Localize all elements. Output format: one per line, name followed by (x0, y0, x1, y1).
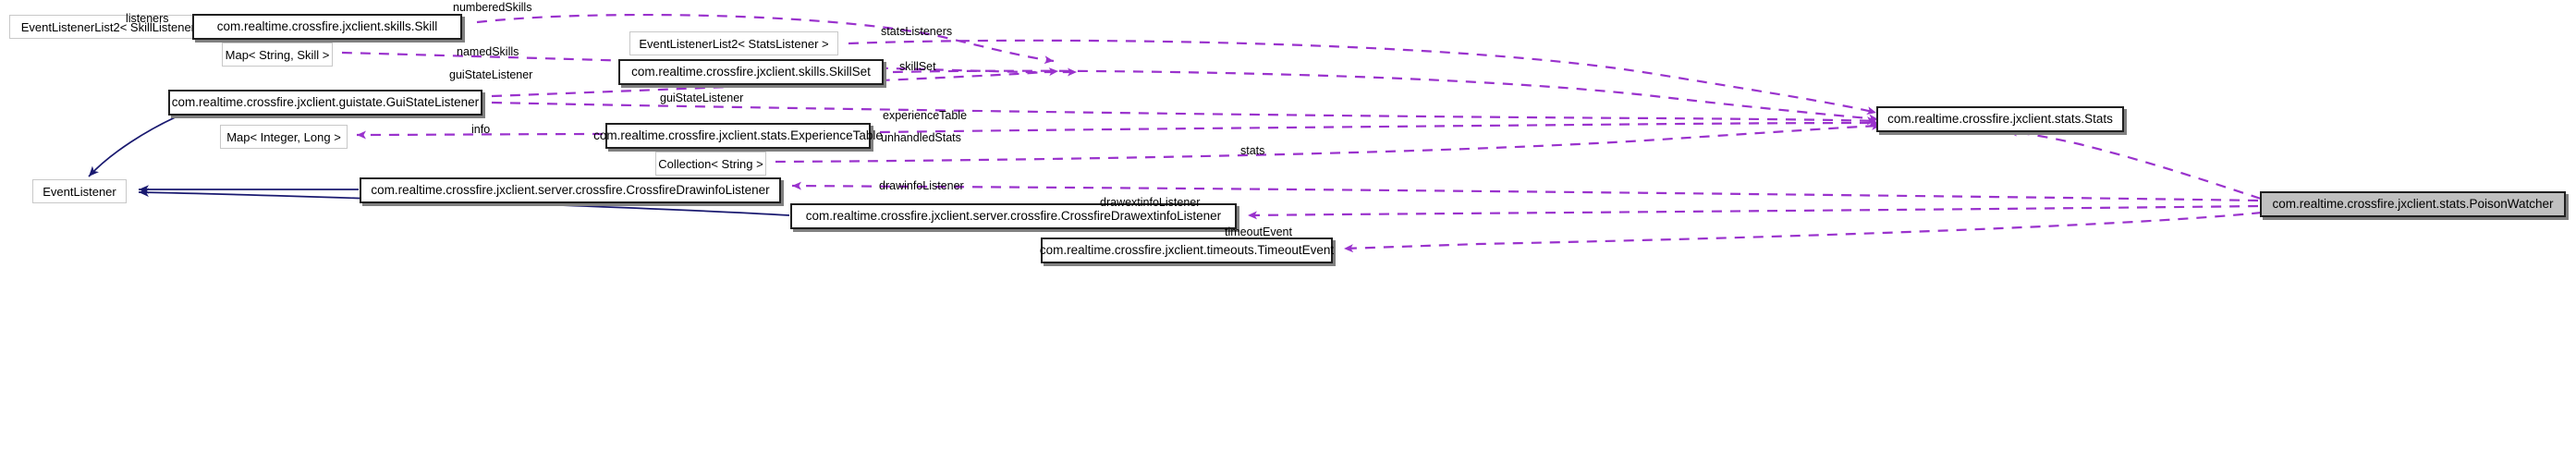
node-label: Map< String, Skill > (225, 47, 330, 62)
edge-label-named-skills: namedSkills (457, 45, 519, 58)
node-map-string-skill[interactable]: Map< String, Skill > (222, 43, 333, 67)
node-event-listener-list2-stats-listener[interactable]: EventListenerList2< StatsListener > (629, 31, 838, 55)
node-label: Collection< String > (658, 156, 763, 171)
node-timeout-event[interactable]: com.realtime.crossfire.jxclient.timeouts… (1039, 238, 1335, 263)
edge-experienceTable (879, 118, 1879, 134)
edge-label-skill-set: skillSet (899, 60, 936, 73)
node-event-listener-list2-skill-listener[interactable]: EventListenerList2< SkillListener > (9, 15, 217, 39)
node-label: EventListener (43, 184, 116, 199)
edge-stats (2007, 128, 2262, 201)
node-collection-string[interactable]: Collection< String > (655, 152, 766, 176)
edge-label-info: info (471, 123, 491, 136)
edge-statsListeners (848, 39, 1877, 115)
edge-numberedSkills (476, 13, 1055, 65)
edge-timeoutEvent (1343, 211, 2263, 253)
edge-guiStateListener-skillset (491, 67, 1059, 98)
node-skill[interactable]: com.realtime.crossfire.jxclient.skills.S… (192, 14, 462, 40)
edge-label-unhandled-stats: unhandledStats (881, 131, 961, 144)
edge-label-listeners: listeners (126, 12, 169, 25)
node-label: com.realtime.crossfire.jxclient.stats.Ex… (593, 128, 883, 143)
node-map-integer-long[interactable]: Map< Integer, Long > (220, 125, 348, 149)
edge-label-gui-state-listener-1: guiStateListener (449, 68, 533, 81)
edge-label-stats: stats (1240, 144, 1265, 157)
node-crossfire-drawinfo-listener[interactable]: com.realtime.crossfire.jxclient.server.c… (360, 177, 781, 203)
node-label: com.realtime.crossfire.jxclient.guistate… (171, 95, 480, 110)
edge-drawextinfoListener (1247, 204, 2259, 220)
edge-skillSet (892, 69, 1879, 123)
edge-guiStateListener-stats (491, 101, 1877, 126)
edge-label-gui-state-listener-2: guiStateListener (660, 91, 744, 104)
node-event-listener[interactable]: EventListener (32, 179, 127, 203)
edge-label-stats-listeners: statsListeners (881, 25, 953, 38)
node-poison-watcher[interactable]: com.realtime.crossfire.jxclient.stats.Po… (2260, 191, 2566, 217)
node-label: com.realtime.crossfire.jxclient.server.c… (805, 209, 1222, 224)
node-label: com.realtime.crossfire.jxclient.skills.S… (631, 65, 871, 79)
edge-label-numbered-skills: numberedSkills (453, 1, 532, 14)
node-label: EventListenerList2< StatsListener > (639, 36, 829, 51)
node-skill-set[interactable]: com.realtime.crossfire.jxclient.skills.S… (618, 59, 884, 85)
edge-label-timeout-event: timeoutEvent (1225, 225, 1292, 238)
node-label: com.realtime.crossfire.jxclient.server.c… (371, 183, 770, 198)
node-label: com.realtime.crossfire.jxclient.skills.S… (216, 19, 438, 34)
node-label: Map< Integer, Long > (226, 129, 341, 144)
node-crossfire-drawextinfo-listener[interactable]: com.realtime.crossfire.jxclient.server.c… (790, 203, 1237, 229)
edge-label-drawextinfo-listener: drawextinfoListener (1100, 196, 1201, 209)
node-label: EventListenerList2< SkillListener > (20, 19, 206, 34)
edge-drawinfoListener (791, 181, 2259, 202)
node-gui-state-listener[interactable]: com.realtime.crossfire.jxclient.guistate… (168, 90, 482, 116)
node-label: com.realtime.crossfire.jxclient.stats.Po… (2272, 197, 2554, 212)
edge-label-experience-table: experienceTable (883, 109, 968, 122)
edge-label-drawinfo-listener: drawinfoListener (879, 179, 964, 192)
node-experience-table[interactable]: com.realtime.crossfire.jxclient.stats.Ex… (593, 123, 883, 149)
node-label: com.realtime.crossfire.jxclient.timeouts… (1039, 243, 1335, 258)
node-stats[interactable]: com.realtime.crossfire.jxclient.stats.St… (1876, 106, 2124, 132)
node-label: com.realtime.crossfire.jxclient.stats.St… (1887, 112, 2113, 127)
edge-inherit-guistate (88, 114, 182, 177)
